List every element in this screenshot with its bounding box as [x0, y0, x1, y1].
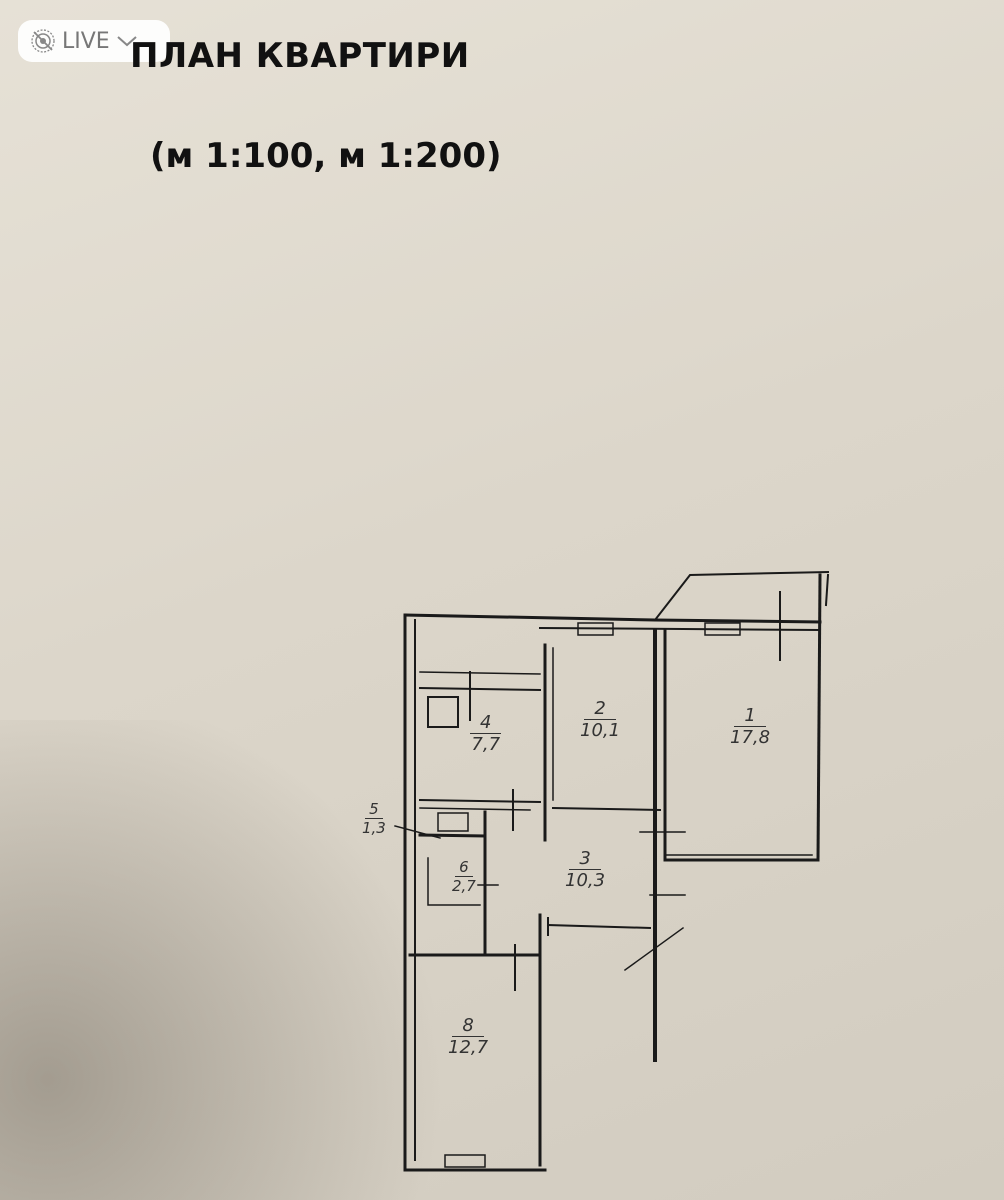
room-1-label: 1 17,8 [730, 705, 770, 748]
chevron-down-icon [117, 36, 137, 47]
room-area: 1,3 [362, 819, 386, 837]
live-label: LIVE [62, 28, 110, 54]
room-area: 17,8 [730, 727, 771, 748]
live-photo-off-icon [31, 29, 55, 53]
shadow [0, 720, 480, 1200]
room-number: 6 [455, 858, 473, 877]
room-area: 10,1 [580, 720, 621, 741]
room-area: 10,3 [565, 870, 606, 891]
room-3-label: 3 10,3 [565, 848, 605, 891]
room-area: 7,7 [471, 734, 501, 755]
room-number: 5 [365, 800, 383, 819]
room-area: 12,7 [448, 1037, 489, 1058]
room-5-label: 5 1,3 [362, 800, 386, 837]
room-number: 8 [452, 1015, 484, 1037]
room-area: 2,7 [452, 877, 476, 895]
room-6-label: 6 2,7 [452, 858, 476, 895]
room-8-label: 8 12,7 [448, 1015, 488, 1058]
room-number: 4 [470, 712, 502, 734]
room-number: 1 [734, 705, 766, 727]
document-title: ПЛАН КВАРТИРИ [130, 36, 470, 76]
room-number: 3 [569, 848, 601, 870]
room-2-label: 2 10,1 [580, 698, 620, 741]
scale-note: (м 1:100, м 1:200) [150, 136, 502, 176]
room-4-label: 4 7,7 [470, 712, 502, 755]
room-number: 2 [584, 698, 616, 720]
live-photo-button[interactable]: LIVE [18, 20, 170, 62]
